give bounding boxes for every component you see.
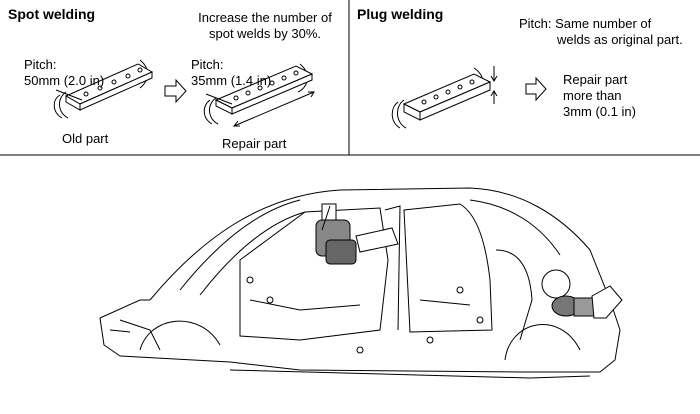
old-part-label: Old part [62,131,109,146]
plug-repair-line3: 3mm (0.1 in) [563,104,636,119]
repair-part-strip [203,63,315,127]
plug-repair-line2: more than [563,88,622,103]
new-pitch-label: Pitch: [191,57,224,72]
spot-welding-title: Spot welding [8,6,96,22]
hollow-right-arrow [525,76,547,102]
spot-weld-note: Increase the number of spot welds by 30%… [188,10,342,42]
plug-welder-icon [551,285,623,319]
plug-weld-strip [391,66,498,129]
old-pitch-label: Pitch: [24,57,57,72]
plug-welding-title: Plug welding [357,6,444,22]
plug-pitch-line1: Pitch: Same number of [519,16,652,31]
old-pitch-value: 50mm (2.0 in) [24,73,105,88]
spot-weld-note-line2: spot welds by 30%. [208,26,321,41]
repair-part-label: Repair part [222,136,287,151]
plug-pitch-line2: welds as original part. [557,32,683,47]
hollow-right-arrow [164,78,187,104]
old-part-strip [53,59,154,119]
spot-weld-note-line1: Increase the number of [198,10,332,25]
plug-repair-line1: Repair part [563,72,628,87]
car-body-side-frame [99,187,621,379]
new-pitch-value: 35mm (1.4 in) [191,73,272,88]
spot-welder-icon [315,203,399,265]
